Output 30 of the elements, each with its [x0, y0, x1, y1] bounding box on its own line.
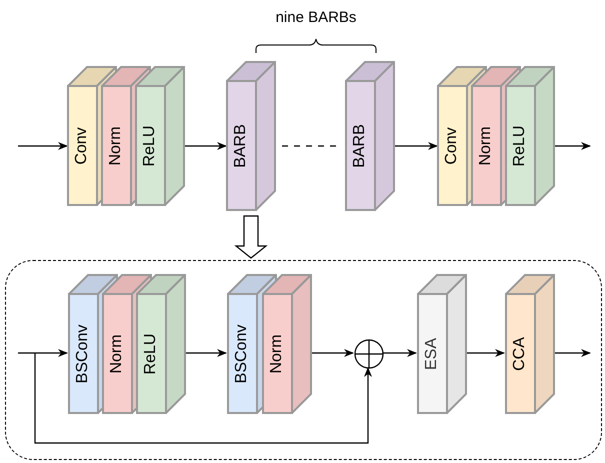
module-outline	[5, 260, 602, 460]
layer-label: BSConv	[75, 324, 91, 384]
arrow	[555, 142, 591, 150]
arrow	[554, 349, 591, 357]
arrow	[185, 142, 227, 150]
layer-label: Norm	[478, 126, 494, 166]
layer-label: BARB	[352, 124, 368, 168]
arrow	[34, 353, 372, 444]
annotation-text: nine BARBs	[276, 9, 356, 26]
dashed-line	[282, 145, 337, 147]
arrow	[18, 349, 68, 357]
layer-label: BSConv	[234, 324, 250, 384]
block-arrow	[234, 215, 268, 259]
arrow	[18, 142, 68, 150]
layer-label: ReLU	[143, 334, 159, 374]
layer-label: CCA	[512, 337, 528, 371]
layer-label: ReLU	[142, 126, 158, 166]
arrow	[185, 349, 227, 357]
layer-label: Norm	[108, 126, 124, 166]
layer-label: Norm	[109, 334, 125, 374]
arrow	[395, 142, 438, 150]
layer-label: ESA	[424, 338, 440, 370]
layer-label: Conv	[74, 127, 90, 165]
layer-label: ReLU	[512, 126, 528, 166]
layer-label: BARB	[233, 124, 249, 168]
layer-label: Norm	[269, 334, 285, 374]
arrow	[383, 349, 417, 357]
arrow	[311, 349, 354, 357]
arrow	[466, 349, 505, 357]
layer-label: Conv	[444, 127, 460, 165]
